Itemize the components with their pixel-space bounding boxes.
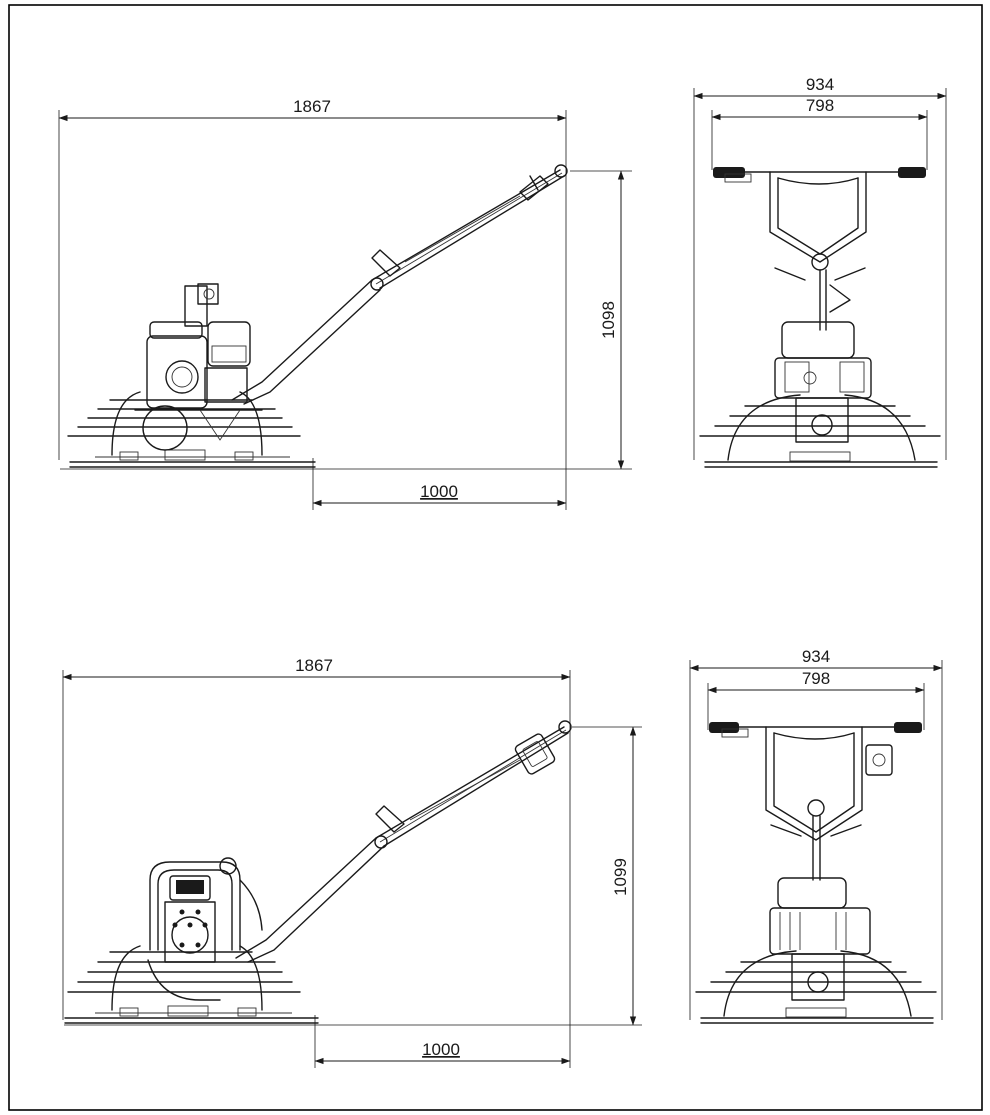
- height-dimension-label: 1099: [611, 858, 630, 896]
- overall-width-dimension: 934: [693, 75, 947, 100]
- height-dimension: 1098: [599, 170, 625, 470]
- height-dimension-label: 1098: [599, 301, 618, 339]
- handle-bar: [713, 167, 926, 331]
- reach-dimension-label: 1000: [420, 482, 458, 501]
- sheet-border: [8, 4, 983, 1111]
- electric-model-side-view: 1867 1099 1000: [62, 656, 642, 1068]
- front-guard-ring: [699, 394, 941, 468]
- length-dimension-label: 1867: [293, 97, 331, 116]
- electric-model-front-view: 934 798: [689, 647, 943, 1024]
- overall-width-dimension-label: 934: [806, 75, 834, 94]
- handle-width-dimension: 798: [711, 96, 928, 121]
- motor-housing: [147, 857, 241, 1001]
- overall-width-dimension: 934: [689, 647, 943, 672]
- guard-ring: [67, 391, 301, 456]
- trowel-base: [64, 1005, 319, 1024]
- length-dimension: 1867: [62, 656, 571, 681]
- handle-width-dimension: 798: [707, 669, 925, 694]
- handle-width-dimension-label: 798: [802, 669, 830, 688]
- length-dimension-label: 1867: [295, 656, 333, 675]
- engine-model-front-view: 934 798: [693, 75, 947, 468]
- handle-width-dimension-label: 798: [806, 96, 834, 115]
- engine-block: [134, 283, 263, 451]
- height-dimension: 1099: [611, 726, 637, 1026]
- operating-handle: [235, 720, 572, 963]
- engine-model-side-view: 1867 1098 1000: [58, 97, 632, 510]
- motor-front: [769, 877, 871, 1001]
- front-guard-ring: [695, 950, 937, 1024]
- operating-handle: [231, 164, 568, 405]
- trowel-base: [69, 449, 316, 468]
- reach-dimension-label: 1000: [422, 1040, 460, 1059]
- handle-bar: [709, 722, 922, 881]
- reach-dimension: 1000: [312, 482, 567, 507]
- length-dimension: 1867: [58, 97, 567, 122]
- reach-dimension: 1000: [314, 1040, 571, 1065]
- guard-ring: [67, 945, 301, 1011]
- engine-front: [774, 321, 872, 443]
- overall-width-dimension-label: 934: [802, 647, 830, 666]
